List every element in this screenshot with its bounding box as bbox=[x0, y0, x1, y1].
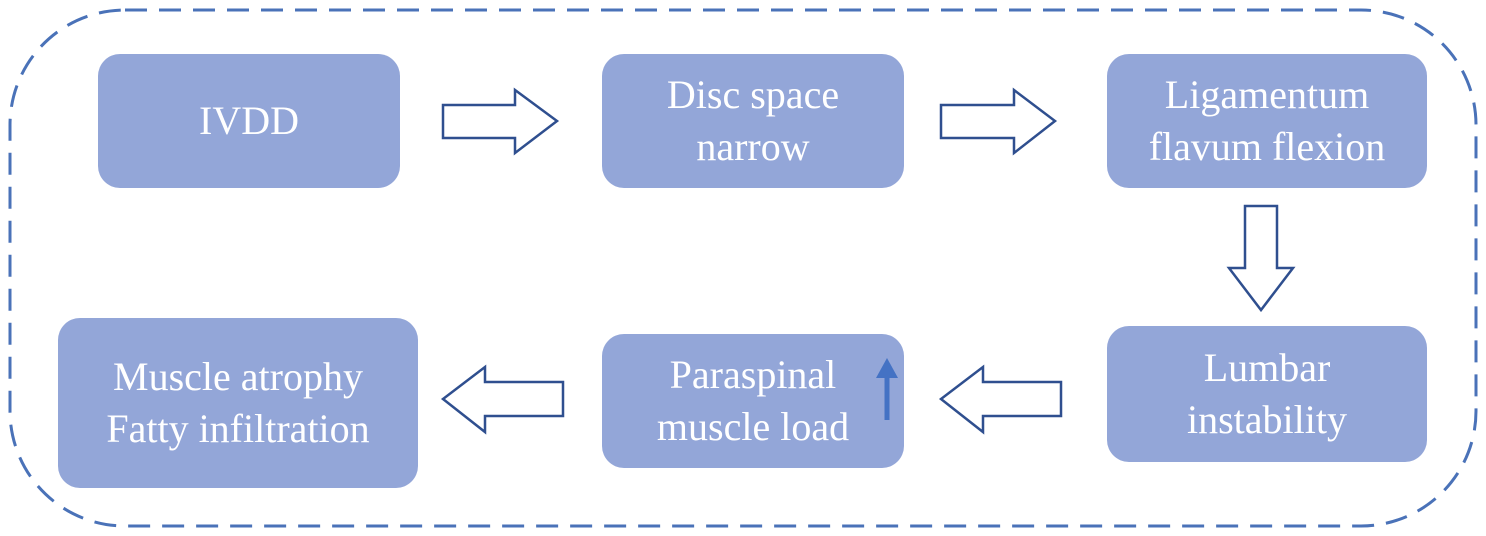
node-lumbar-instability-line-2: instability bbox=[1187, 397, 1347, 442]
arrow-left-icon bbox=[440, 364, 565, 435]
up-arrow-icon bbox=[876, 358, 898, 420]
node-disc-space-narrow: Disc space narrow bbox=[602, 54, 904, 188]
arrow-right-icon bbox=[939, 87, 1058, 156]
node-ivdd-line-1: IVDD bbox=[199, 98, 299, 143]
node-muscle-atrophy-line-2: Fatty infiltration bbox=[106, 406, 370, 451]
node-paraspinal-muscle-load-line-1: Paraspinal bbox=[669, 352, 837, 397]
node-disc-space-narrow-line-2: narrow bbox=[696, 124, 810, 169]
node-ivdd: IVDD bbox=[98, 54, 400, 188]
node-disc-space-narrow-line-1: Disc space bbox=[666, 72, 840, 117]
node-muscle-atrophy-line-1: Muscle atrophy bbox=[113, 354, 363, 399]
node-ligamentum-flavum-flexion: Ligamentum flavum flexion bbox=[1107, 54, 1427, 188]
arrow-down-icon bbox=[1226, 204, 1296, 313]
node-muscle-atrophy: Muscle atrophy Fatty infiltration bbox=[58, 318, 418, 488]
node-ligamentum-flavum-flexion-line-2: flavum flexion bbox=[1148, 124, 1386, 169]
node-ligamentum-flavum-flexion-line-1: Ligamentum bbox=[1164, 72, 1370, 117]
node-paraspinal-muscle-load-line-2: muscle load bbox=[656, 404, 850, 449]
node-lumbar-instability: Lumbar instability bbox=[1107, 326, 1427, 462]
node-paraspinal-muscle-load: Paraspinal muscle load bbox=[602, 334, 904, 468]
arrow-right-icon bbox=[441, 87, 560, 156]
arrow-left-icon bbox=[938, 364, 1063, 435]
node-lumbar-instability-line-1: Lumbar bbox=[1203, 345, 1331, 390]
